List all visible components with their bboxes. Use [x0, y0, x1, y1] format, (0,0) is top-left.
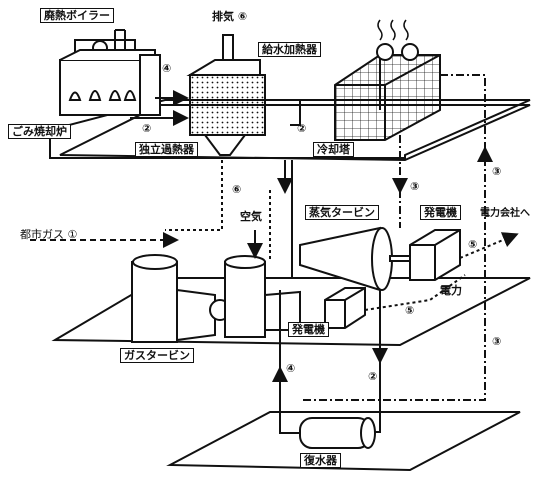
condenser: [300, 418, 375, 448]
label-cooling-tower: 冷却塔: [313, 142, 354, 157]
marker-4-top: ④: [162, 62, 171, 75]
marker-4-low: ④: [286, 362, 295, 375]
label-exhaust: 排気 ⑥: [212, 10, 247, 23]
generator-lower: [325, 288, 365, 328]
incinerator-boiler: [60, 30, 160, 115]
label-superheater: 独立過熱器: [135, 142, 198, 157]
cooling-tower: [335, 20, 440, 140]
steam-turbine: [300, 228, 392, 290]
label-waste-heat-boiler: 廃熱ボイラー: [40, 8, 114, 23]
label-feedwater-heater: 給水加熱器: [258, 42, 321, 57]
label-condenser: 復水器: [300, 453, 341, 468]
label-incinerator: ごみ焼却炉: [8, 124, 71, 139]
gas-turbine: [132, 255, 300, 342]
marker-2-mid: ②: [297, 122, 306, 135]
label-generator-upper: 発電機: [420, 205, 461, 220]
generator-upper: [390, 230, 460, 280]
marker-2-left: ②: [142, 122, 151, 135]
label-power: 電力: [440, 284, 462, 297]
label-power-company: 電力会社へ: [480, 207, 530, 220]
marker-3-low: ③: [492, 335, 501, 348]
feedwater-heater: [190, 35, 265, 155]
label-gas-turbine: ガスタービン: [120, 348, 194, 363]
marker-3-mid: ③: [410, 180, 419, 193]
label-steam-turbine: 蒸気タービン: [305, 205, 379, 220]
label-generator-lower: 発電機: [288, 322, 329, 337]
marker-5-lower: ⑤: [405, 304, 414, 317]
marker-5-upper: ⑤: [468, 238, 477, 251]
marker-6-mid: ⑥: [232, 183, 241, 196]
label-city-gas: 都市ガス ①: [20, 228, 77, 241]
marker-2-low: ②: [368, 370, 377, 383]
marker-3-right: ③: [492, 165, 501, 178]
label-air: 空気: [240, 210, 262, 223]
